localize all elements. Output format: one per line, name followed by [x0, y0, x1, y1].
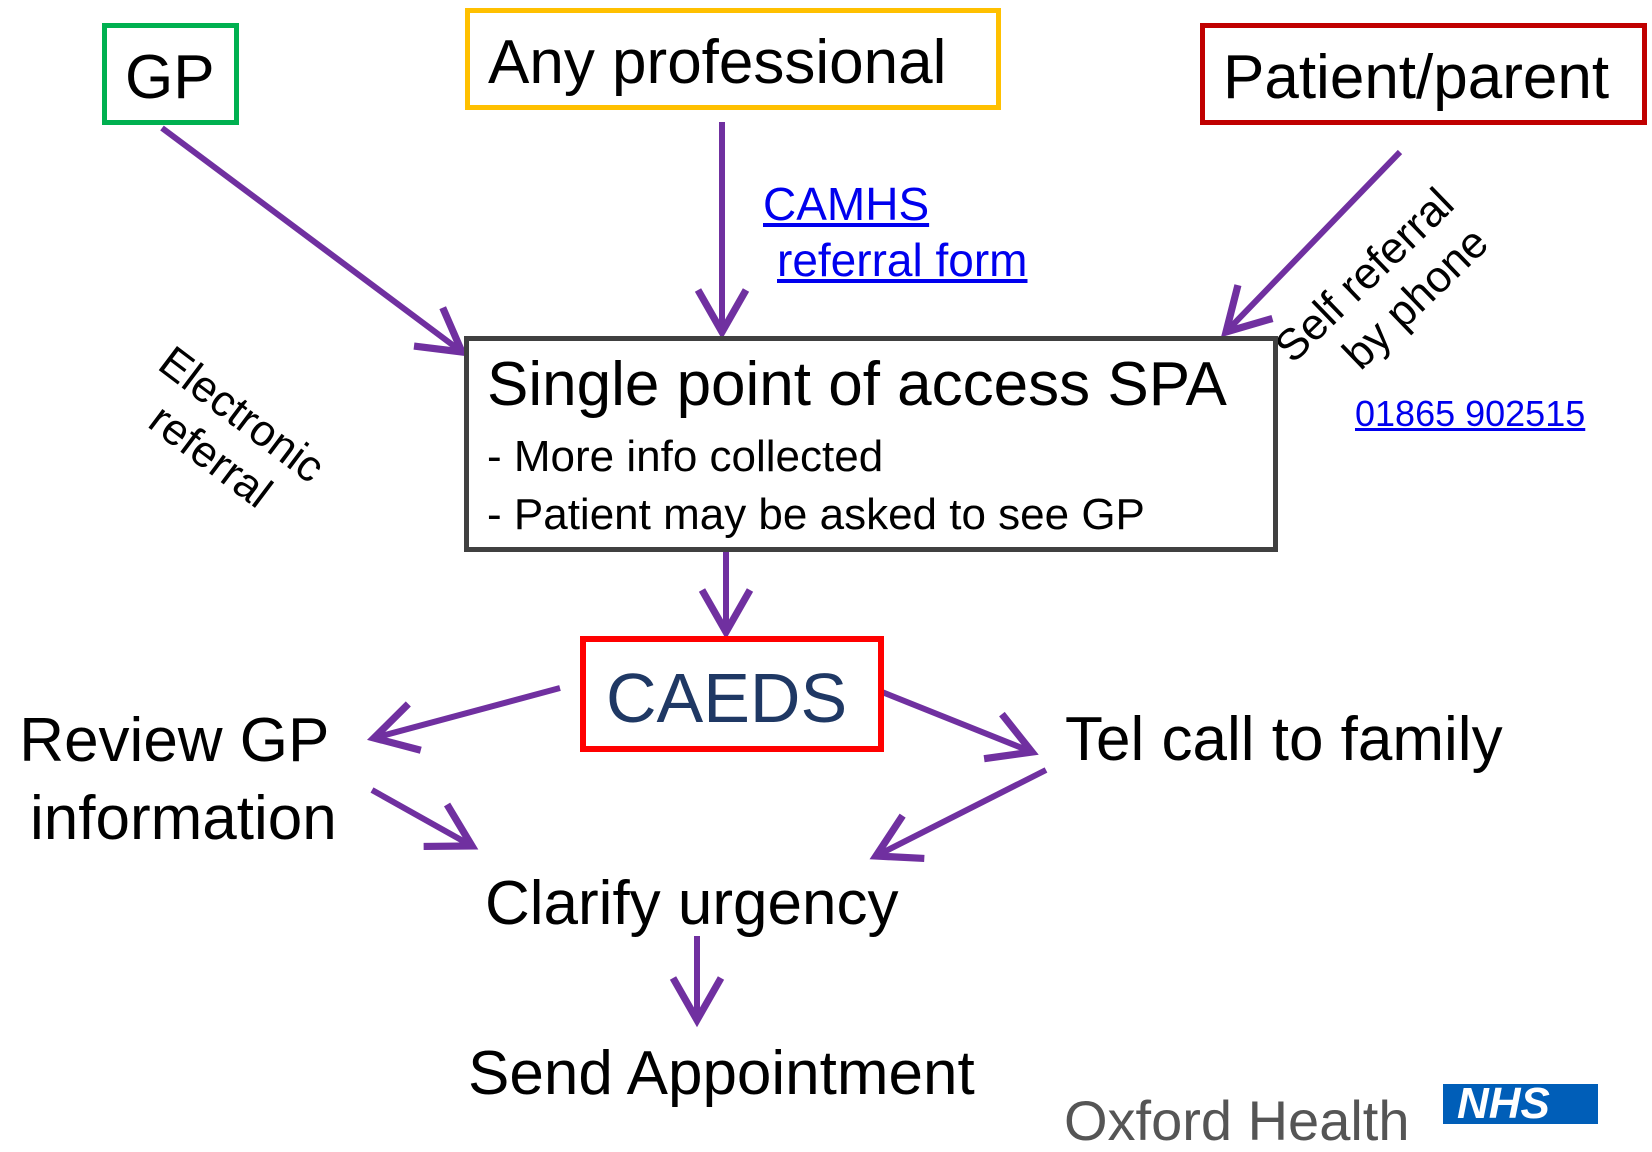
oxford-health-text: Oxford Health: [1064, 1089, 1410, 1152]
arrow-tel-to-clarify: [869, 767, 1048, 863]
review-gp-line2: information: [30, 784, 337, 853]
send-appointment: Send Appointment: [468, 1039, 975, 1108]
spa-line2: - Patient may be asked to see GP: [487, 490, 1145, 539]
arrow-review-to-clarify: [370, 787, 479, 851]
any-professional-box: Any professional: [465, 8, 1001, 110]
clarify-urgency: Clarify urgency: [485, 869, 899, 938]
nhs-logo: NHS: [1443, 1082, 1598, 1126]
tel-call-to-family: Tel call to family: [1065, 705, 1503, 774]
patient-parent-label: Patient/parent: [1223, 43, 1610, 112]
spa-line1: - More info collected: [487, 432, 884, 481]
caeds-box: CAEDS: [580, 636, 884, 752]
camhs-link-line1[interactable]: CAMHS: [763, 178, 930, 230]
arrow-caeds-to-review: [366, 685, 561, 754]
patient-parent-box: Patient/parent: [1200, 23, 1647, 125]
arrow-caeds-to-tel: [880, 689, 1039, 763]
camhs-link-line2[interactable]: referral form: [777, 234, 1028, 286]
camhs-referral-link-wrap: CAMHS referral form: [763, 176, 1027, 288]
arrow-gp-to-spa: [160, 125, 468, 357]
review-gp-line1: Review GP: [19, 706, 330, 775]
caeds-label: CAEDS: [606, 659, 848, 737]
spa-box: Single point of access SPA - More info c…: [464, 336, 1278, 552]
arrows-layer: [160, 122, 1403, 1028]
phone-number-link[interactable]: 01865 902515: [1355, 393, 1586, 434]
arrow-patient-to-spa: [1220, 149, 1403, 338]
gp-label: GP: [125, 43, 215, 112]
any-professional-label: Any professional: [488, 28, 947, 97]
spa-title: Single point of access SPA: [487, 350, 1227, 419]
gp-box: GP: [102, 23, 239, 125]
review-gp-info: Review GP information: [12, 702, 337, 858]
